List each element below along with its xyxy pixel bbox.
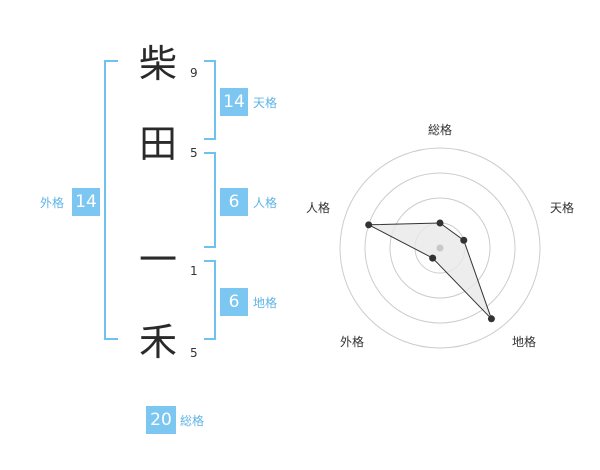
radar-label-gaikaku: 外格: [340, 334, 364, 349]
name-char-4: 禾: [138, 320, 177, 364]
chikaku-value: 6: [220, 288, 248, 316]
radar-ring-4: [339, 147, 541, 349]
radar-center-dot: [436, 244, 444, 252]
radar-point-bottom_right: [487, 315, 495, 323]
radar-point-top: [436, 219, 444, 227]
radar-label-jinkaku: 人格: [306, 200, 330, 215]
radar-label-tenkaku: 天格: [550, 200, 574, 215]
tenkaku-value: 14: [220, 88, 248, 116]
radar-score-points: [365, 219, 495, 323]
jinkaku-label: 人格: [253, 196, 278, 210]
stroke-count-1: 9: [190, 66, 198, 80]
name-char-1: 柴: [138, 42, 177, 86]
radar-label-soukaku: 総格: [428, 122, 452, 137]
radar-point-right: [460, 236, 468, 244]
radar-point-left: [365, 221, 373, 229]
tenkaku-bracket: [204, 60, 216, 140]
gaikaku-value: 14: [72, 188, 100, 216]
stroke-count-3: 1: [190, 264, 198, 278]
stroke-count-2: 5: [190, 146, 198, 160]
gaikaku-bracket: [104, 60, 118, 340]
jinkaku-bracket: [204, 152, 216, 248]
soukaku-label: 総格: [180, 414, 205, 428]
radar-point-bottom_left: [429, 254, 437, 262]
jinkaku-value: 6: [220, 188, 248, 216]
tenkaku-label: 天格: [253, 96, 278, 110]
name-char-3: 一: [138, 238, 177, 282]
chikaku-bracket: [204, 260, 216, 340]
radar-label-chikaku: 地格: [512, 334, 536, 349]
radar-ring-3: [364, 172, 516, 324]
gaikaku-label: 外格: [40, 196, 65, 210]
radar-ring-2: [389, 197, 491, 299]
soukaku-value: 20: [146, 406, 176, 434]
chikaku-label: 地格: [253, 296, 278, 310]
radar-score-polygon: [368, 222, 492, 320]
stroke-count-4: 5: [190, 346, 198, 360]
name-char-2: 田: [138, 122, 177, 166]
